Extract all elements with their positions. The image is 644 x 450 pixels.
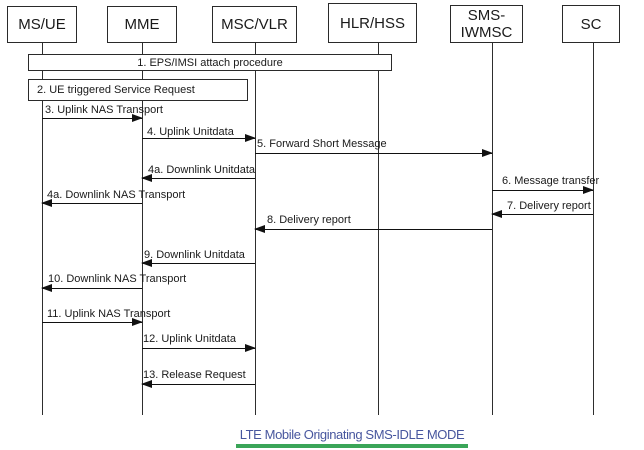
message-label-9-downlink-unitdata: 9. Downlink Unitdata [144,249,245,261]
arrowhead-right-icon [132,317,143,326]
message-arrow-12 [142,343,256,352]
entity-label: SC [580,15,602,33]
caption-underline [236,444,468,448]
diagram-caption: LTE Mobile Originating SMS-IDLE MODE [239,427,465,442]
message-label-11-uplink-nas-transport: 11. Uplink NAS Transport [47,308,171,320]
entity-box-sc: SC [562,5,620,43]
message-label-7-delivery-report: 7. Delivery report [507,200,591,212]
message-label-4-uplink-unitdata: 4. Uplink Unitdata [147,126,234,138]
message-label-4a-downlink-nas-transport: 4a. Downlink NAS Transport [47,189,186,201]
message-label-10-downlink-nas-transport: 10. Downlink NAS Transport [48,273,187,285]
message-arrow-8 [254,224,492,233]
entity-box-sms-iwmsc: SMS-IWMSC [450,5,523,43]
lifeline-ms-ue [42,43,44,415]
arrowhead-right-icon [245,343,256,352]
entity-box-msc-vlr: MSC/VLR [212,6,297,43]
lifeline-sms-iwmsc [492,43,494,415]
arrowhead-right-icon [245,133,256,142]
arrowhead-left-icon [254,224,265,233]
message-label-3-uplink-nas-transport: 3. Uplink NAS Transport [45,104,163,116]
entity-label: SMS-IWMSC [460,7,513,41]
arrowhead-left-icon [141,173,152,182]
entity-label: HLR/HSS [339,14,406,32]
arrowhead-right-icon [583,185,594,194]
arrowhead-left-icon [141,379,152,388]
procedure-box-eps-imsi-attach: 1. EPS/IMSI attach procedure [28,54,392,71]
arrowhead-right-icon [132,113,143,122]
message-label-4a-downlink-unitdata: 4a. Downlink Unitdata [148,164,256,176]
message-arrow-9 [141,258,255,267]
arrowhead-left-icon [41,283,52,292]
message-arrow-4a-nas [41,198,142,207]
entity-label: MS/UE [18,16,66,33]
procedure-label: 1. EPS/IMSI attach procedure [137,56,283,69]
message-label-8-delivery-report: 8. Delivery report [267,214,351,226]
message-arrow-6 [492,185,594,194]
message-label-12-uplink-unitdata: 12. Uplink Unitdata [143,333,236,345]
entity-label: MME [124,16,160,33]
message-label-6-message-transfer: 6. Message transfer [502,175,600,187]
message-arrow-11 [42,317,143,326]
message-arrow-13 [141,379,255,388]
procedure-label: 2. UE triggered Service Request [37,84,195,96]
message-arrow-4a-unitdata [141,173,255,182]
arrowhead-left-icon [41,198,52,207]
arrowhead-left-icon [141,258,152,267]
entity-box-ms-ue: MS/UE [7,6,77,43]
message-label-13-release-request: 13. Release Request [143,369,246,381]
message-arrow-7 [491,209,593,218]
message-arrow-5 [255,148,493,157]
entity-box-mme: MME [107,6,177,43]
entity-box-hlr-hss: HLR/HSS [328,3,417,43]
arrowhead-left-icon [491,209,502,218]
lifeline-mme [142,43,144,415]
entity-label: MSC/VLR [221,16,288,33]
arrowhead-right-icon [482,148,493,157]
message-arrow-3 [42,113,143,122]
procedure-box-ue-service-request: 2. UE triggered Service Request [28,79,248,101]
message-label-5-forward-short-message: 5. Forward Short Message [257,138,387,150]
message-arrow-10 [41,283,142,292]
lifeline-sc [593,43,595,415]
message-arrow-4 [142,133,256,142]
